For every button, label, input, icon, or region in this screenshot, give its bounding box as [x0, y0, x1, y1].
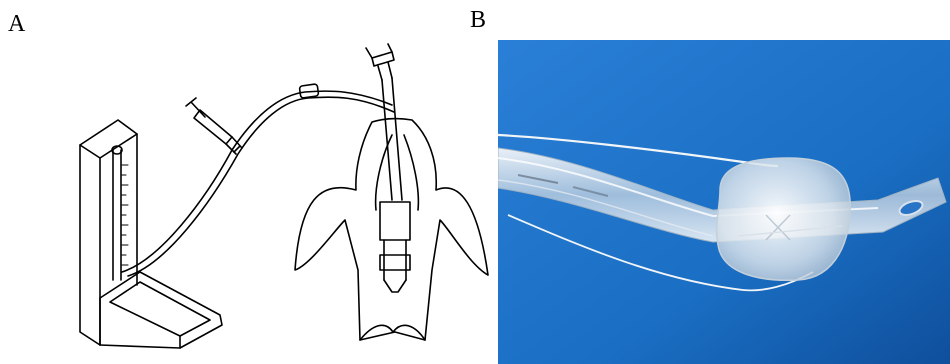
panel-label-a: A — [8, 12, 25, 36]
panel-a-line-drawing — [0, 40, 495, 364]
manometer-drawing — [80, 120, 222, 348]
tubing-drawing — [122, 84, 394, 276]
syringe-drawing — [186, 98, 242, 154]
panel-b-tube-photo — [498, 40, 950, 364]
airway-model-drawing — [295, 119, 488, 340]
panel-label-b: B — [470, 8, 486, 32]
tube-cuff — [717, 158, 851, 280]
